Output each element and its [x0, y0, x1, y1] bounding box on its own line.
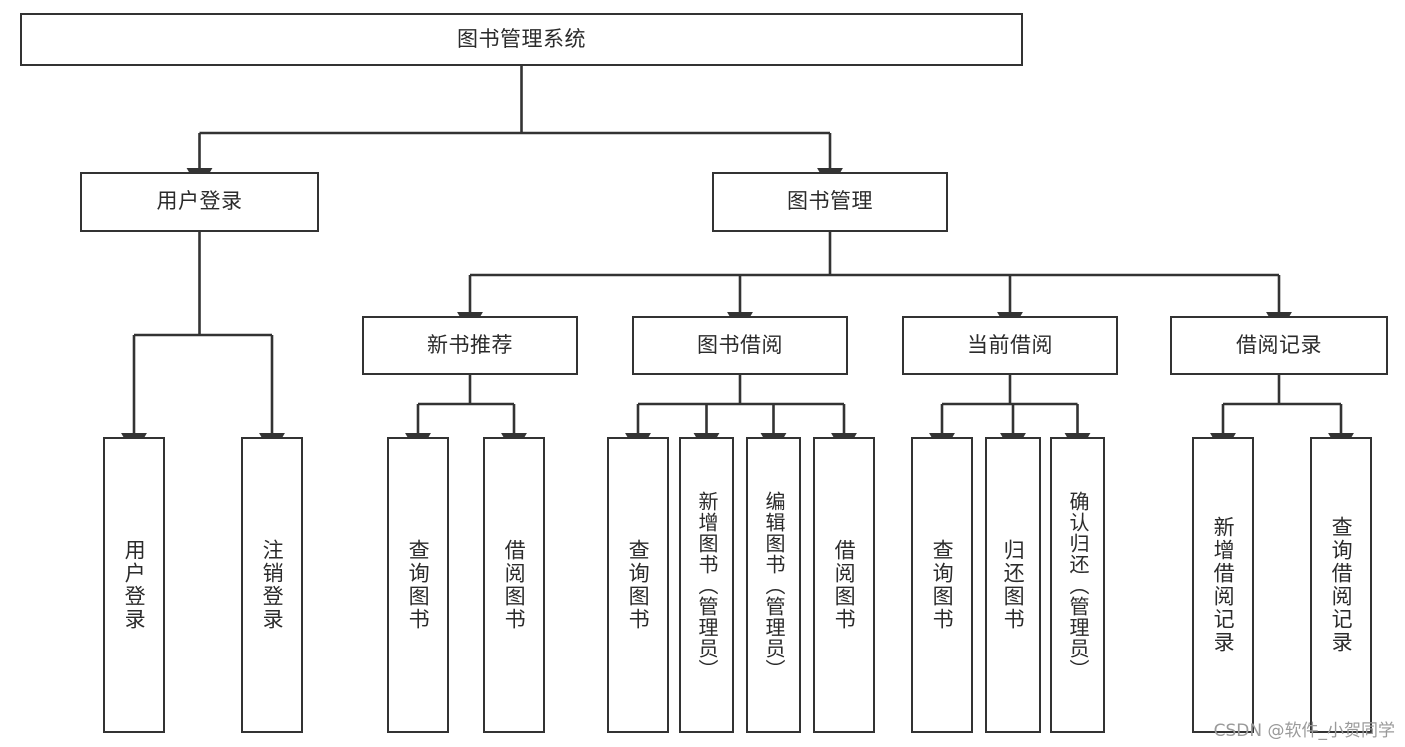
node-book-borrow[interactable]: 图书借阅 [632, 316, 848, 375]
leaf-edit-book[interactable]: 编辑图书（管理员） [746, 437, 801, 733]
leaf-logout-label: 注销登录 [260, 539, 285, 631]
node-book-manage-label: 图书管理 [787, 189, 873, 214]
leaf-query-borrow-record-label: 查询借阅记录 [1329, 516, 1354, 654]
node-borrow-record-label: 借阅记录 [1236, 332, 1322, 357]
csdn-watermark: CSDN @软件_小贺同学 [1213, 721, 1395, 741]
leaf-add-book-label: 新增图书（管理员） [695, 490, 719, 680]
leaf-borrow-book-borrow-label: 借阅图书 [832, 539, 857, 631]
edge-paths [121, 66, 1354, 455]
leaf-borrow-book-borrow[interactable]: 借阅图书 [813, 437, 875, 733]
leaf-query-book-borrow[interactable]: 查询图书 [607, 437, 669, 733]
leaf-query-book-current[interactable]: 查询图书 [911, 437, 973, 733]
leaf-borrow-book-recommend[interactable]: 借阅图书 [483, 437, 545, 733]
node-current-borrow-label: 当前借阅 [967, 332, 1053, 357]
leaf-edit-book-label: 编辑图书（管理员） [762, 490, 786, 680]
leaf-logout[interactable]: 注销登录 [241, 437, 303, 733]
node-book-borrow-label: 图书借阅 [697, 332, 783, 357]
leaf-query-book-borrow-label: 查询图书 [626, 539, 651, 631]
node-root-label: 图书管理系统 [457, 26, 586, 51]
node-user-login[interactable]: 用户登录 [80, 172, 319, 232]
leaf-add-borrow-record[interactable]: 新增借阅记录 [1192, 437, 1254, 733]
leaf-confirm-return[interactable]: 确认归还（管理员） [1050, 437, 1105, 733]
node-book-manage[interactable]: 图书管理 [712, 172, 948, 232]
node-borrow-record[interactable]: 借阅记录 [1170, 316, 1388, 375]
leaf-user-login-label: 用户登录 [122, 539, 147, 631]
leaf-add-book[interactable]: 新增图书（管理员） [679, 437, 734, 733]
leaf-query-book-current-label: 查询图书 [930, 539, 955, 631]
leaf-return-book-label: 归还图书 [1001, 539, 1026, 631]
leaf-add-borrow-record-label: 新增借阅记录 [1211, 516, 1236, 654]
node-new-book-recommend[interactable]: 新书推荐 [362, 316, 578, 375]
leaf-query-borrow-record[interactable]: 查询借阅记录 [1310, 437, 1372, 733]
leaf-query-book-recommend-label: 查询图书 [406, 539, 431, 631]
leaf-return-book[interactable]: 归还图书 [985, 437, 1041, 733]
leaf-query-book-recommend[interactable]: 查询图书 [387, 437, 449, 733]
leaf-confirm-return-label: 确认归还（管理员） [1066, 490, 1090, 680]
node-new-book-recommend-label: 新书推荐 [427, 332, 513, 357]
node-root[interactable]: 图书管理系统 [20, 13, 1023, 66]
node-user-login-label: 用户登录 [156, 189, 243, 214]
leaf-user-login[interactable]: 用户登录 [103, 437, 165, 733]
node-current-borrow[interactable]: 当前借阅 [902, 316, 1118, 375]
leaf-borrow-book-recommend-label: 借阅图书 [502, 539, 527, 631]
